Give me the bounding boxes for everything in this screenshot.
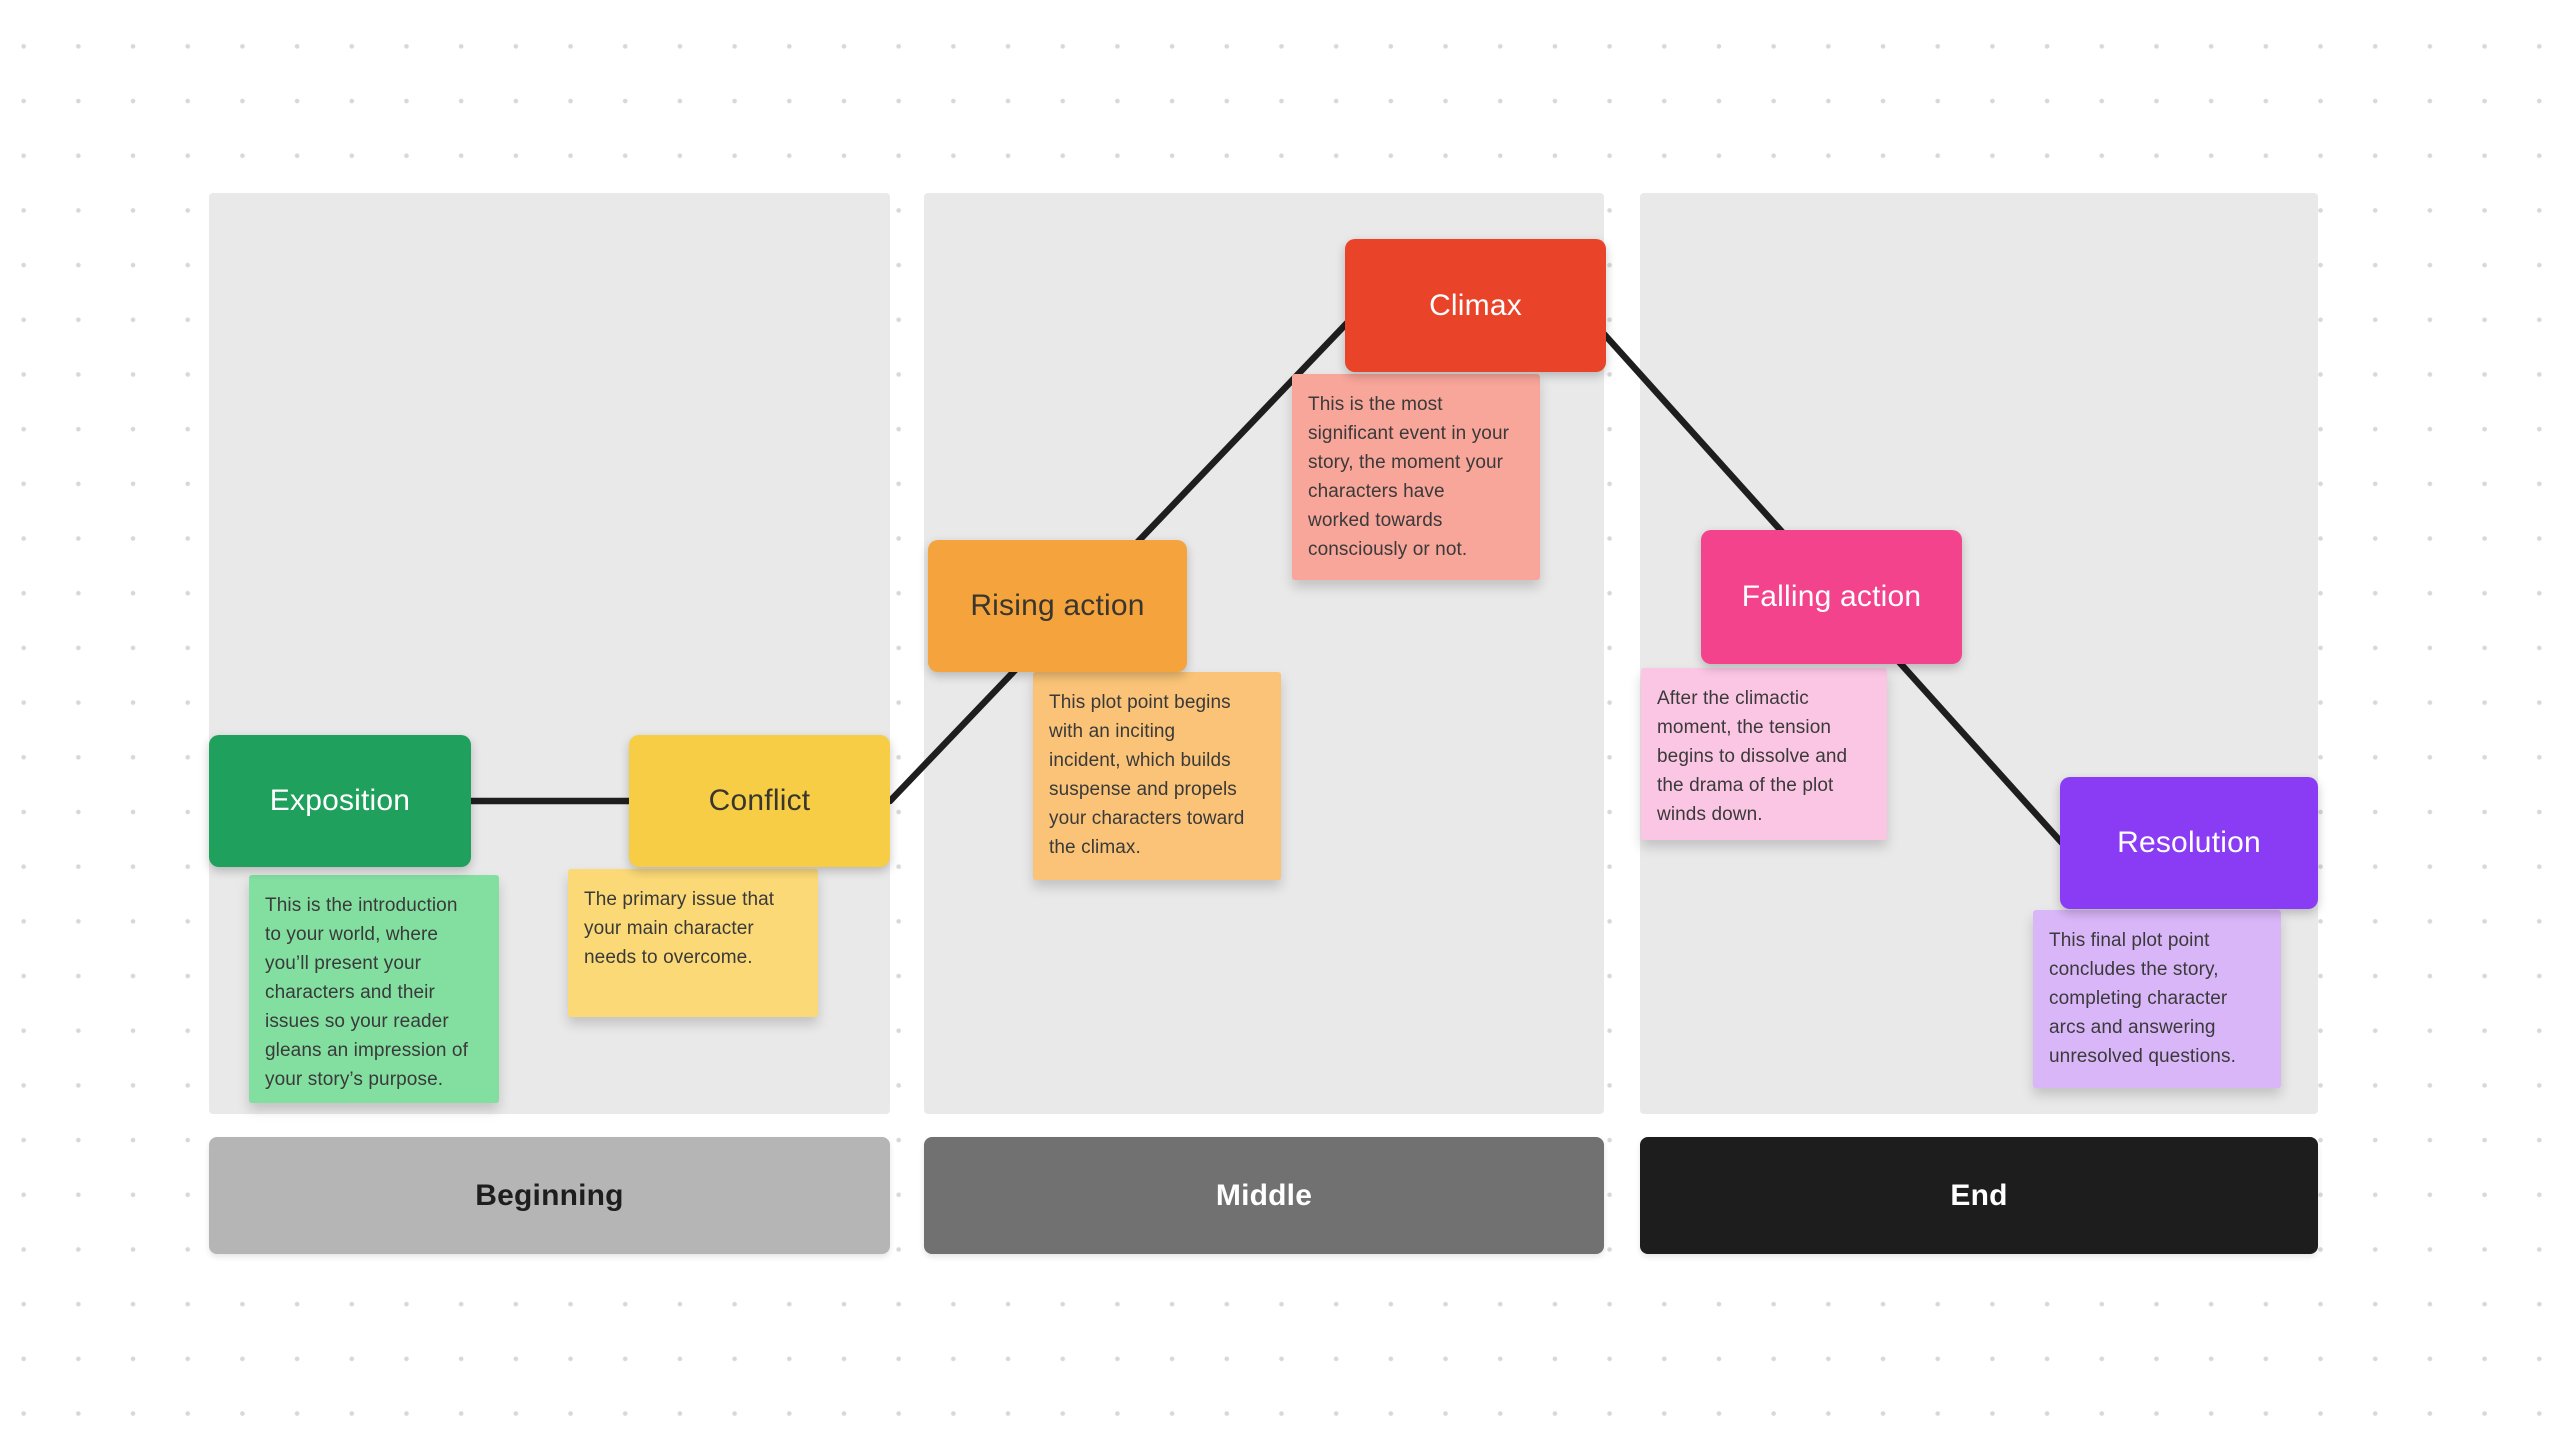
sticky-note-rising-action[interactable]: This plot point begins with an inciting … [1033, 672, 1281, 880]
plot-card-resolution[interactable]: Resolution [2060, 777, 2318, 909]
sticky-note-resolution[interactable]: This final plot point concludes the stor… [2033, 910, 2281, 1088]
sticky-note-text: This final plot point concludes the stor… [2049, 930, 2236, 1067]
plot-card-label: Climax [1429, 288, 1522, 322]
plot-card-climax[interactable]: Climax [1345, 239, 1606, 372]
sticky-note-text: The primary issue that your main charact… [584, 889, 775, 968]
sticky-note-text: This plot point begins with an inciting … [1049, 692, 1245, 858]
plot-card-falling-action[interactable]: Falling action [1701, 530, 1962, 664]
section-bar-label: Middle [1215, 1178, 1313, 1212]
sticky-note-falling-action[interactable]: After the climactic moment, the tension … [1641, 668, 1887, 840]
sticky-note-climax[interactable]: This is the most significant event in yo… [1292, 374, 1540, 580]
plot-card-conflict[interactable]: Conflict [629, 735, 890, 867]
plot-card-label: Resolution [2117, 826, 2261, 859]
sticky-note-exposition[interactable]: This is the introduction to your world, … [249, 875, 499, 1103]
section-bar-label: End [1950, 1178, 2008, 1212]
plot-card-label: Falling action [1741, 580, 1922, 613]
section-bar-label: Beginning [475, 1178, 624, 1212]
plot-card-label: Exposition [269, 784, 411, 817]
sticky-note-conflict[interactable]: The primary issue that your main charact… [568, 869, 818, 1017]
plot-card-label: Rising action [970, 589, 1145, 622]
section-bar-beginning[interactable]: Beginning [209, 1137, 890, 1254]
sticky-note-text: This is the most significant event in yo… [1308, 394, 1510, 560]
sticky-note-text: After the climactic moment, the tension … [1657, 688, 1848, 825]
plot-card-label: Conflict [708, 784, 811, 817]
plot-card-rising-action[interactable]: Rising action [928, 540, 1187, 672]
section-bar-middle[interactable]: Middle [924, 1137, 1604, 1254]
section-bar-end[interactable]: End [1640, 1137, 2318, 1254]
plot-card-exposition[interactable]: Exposition [209, 735, 471, 867]
sticky-note-text: This is the introduction to your world, … [265, 895, 468, 1090]
